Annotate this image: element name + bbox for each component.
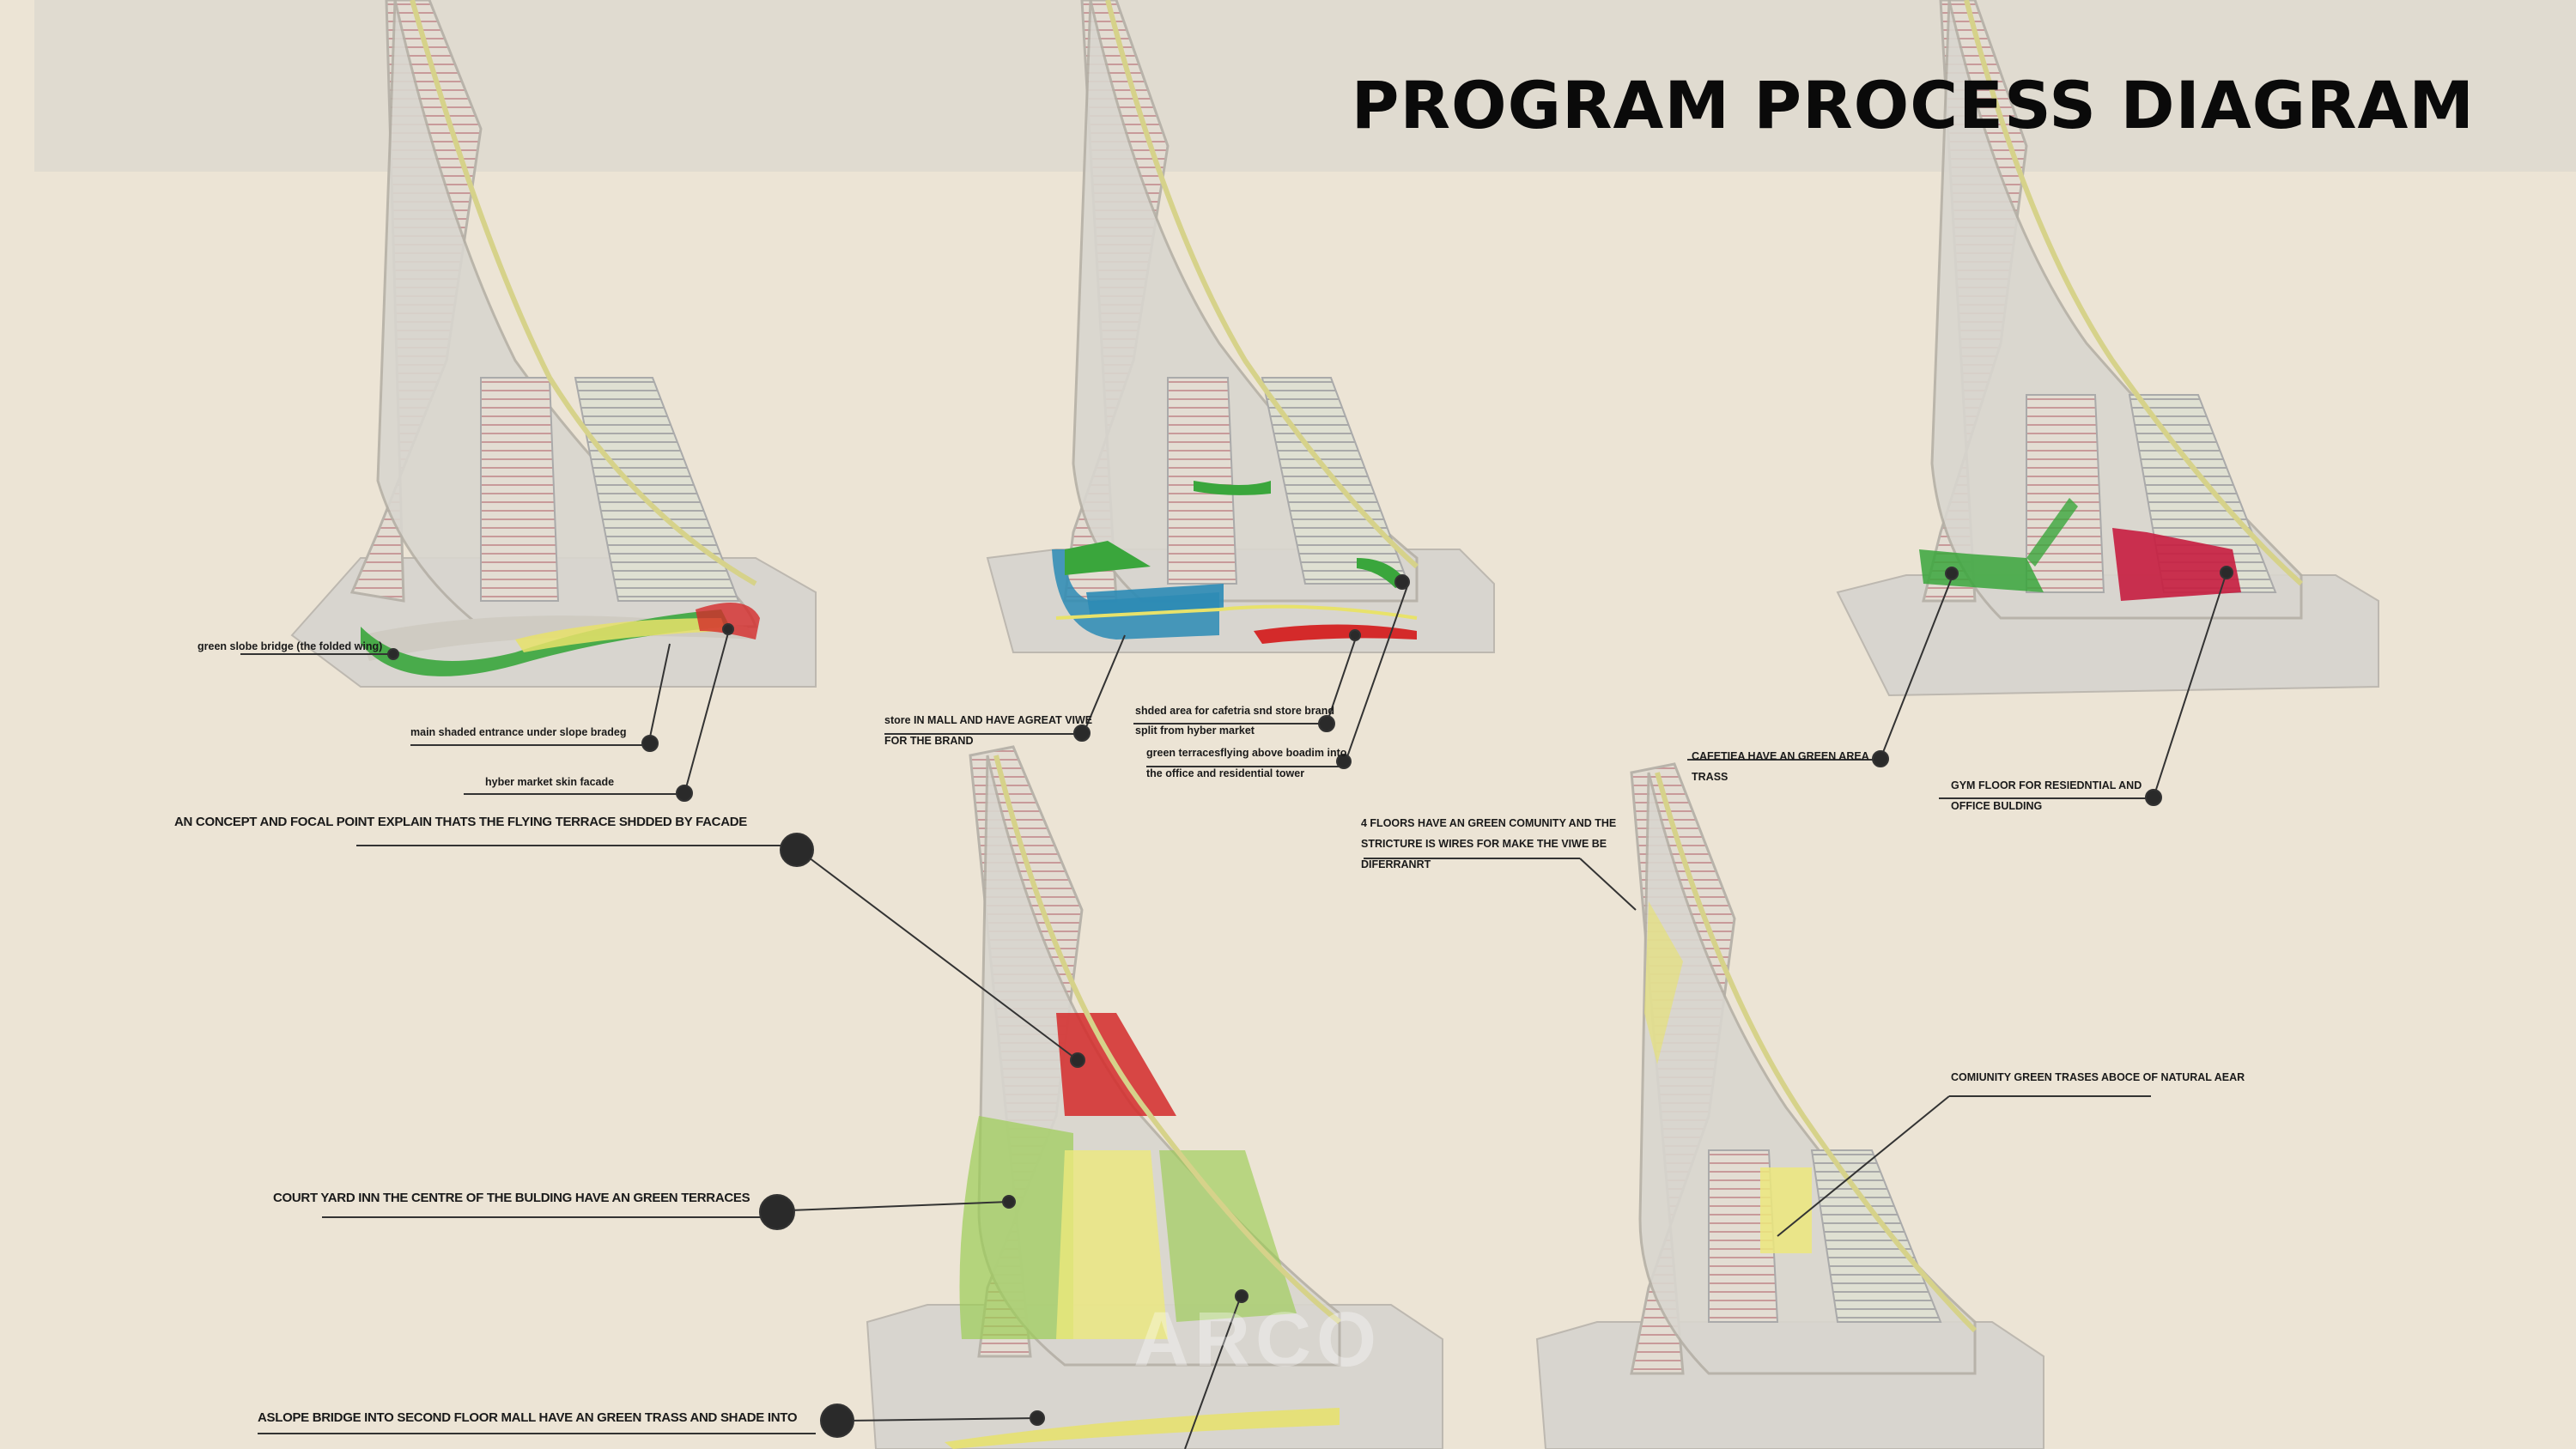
building-diagram-4 [866,745,1443,1449]
label-slope-bridge: ASLOPE BRIDGE INTO SECOND FLOOR MALL HAV… [258,1410,798,1425]
label-court-yard: COURT YARD INN THE CENTRE OF THE BULDING… [273,1191,750,1205]
building-diagram-2 [986,0,1495,653]
page-title: PROGRAM PROCESS DIAGRAM [1351,67,2475,143]
green-cafeteria-strip [2026,498,2078,567]
light-green-courtyard-right [1159,1150,1297,1322]
yellow-courtyard-center [1056,1150,1168,1339]
label-community-terraces: COMIUNITY GREEN TRASES ABOCE OF NATURAL … [1951,1071,2245,1083]
label-store-line2: FOR THE BRAND [884,734,974,747]
green-terrace-1 [1065,541,1151,575]
label-green-terraces-line2: the office and residential tower [1146,767,1305,779]
label-concept-focal-point: AN CONCEPT AND FOCAL POINT EXPLAIN THATS… [174,815,747,829]
leaders-diagram-2 [884,574,1410,769]
label-store-line1: store IN MALL AND HAVE AGREAT VIWE [884,714,1093,726]
yellow-ramp [515,618,726,652]
leaders-diagram-3 [1687,566,2233,806]
red-gym-floor [2112,528,2241,601]
watermark: ARCO [1133,1297,1382,1383]
label-gym-line1: GYM FLOOR FOR RESIEDNTIAL AND [1951,779,2142,791]
label-green-terraces: green terracesflying above boadim into t… [1146,743,1346,785]
leaders-diagram-5 [1364,858,2151,1237]
building-diagram-1 [290,0,817,688]
label-gym-floor: GYM FLOOR FOR RESIEDNTIAL AND OFFICE BUL… [1951,776,2142,817]
yellow-slope-bridge [945,1408,1340,1449]
label-store-in-mall: store IN MALL AND HAVE AGREAT VIWE FOR T… [884,711,1092,752]
red-skin-facade [696,603,760,640]
label-floors-line3: DIFERRANRT [1361,858,1431,870]
green-terrace-2 [1194,481,1271,495]
yellow-community-terrace [1760,1167,1812,1253]
label-floors-line1: 4 FLOORS HAVE AN GREEN COMUNITY AND THE [1361,817,1617,829]
label-cafeteria-line1: CAFETIEA HAVE AN GREEN AREA [1692,750,1869,762]
building-diagram-3 [1836,0,2379,697]
yellow-facade-strip [1644,901,1683,1064]
label-cafeteria: CAFETIEA HAVE AN GREEN AREA TRASS [1692,747,1869,788]
label-split-hyber: split from hyber market [1135,724,1255,737]
label-green-slope-bridge: green slobe bridge (the folded wing) [197,640,383,652]
label-cafeteria-line2: TRASS [1692,770,1728,783]
label-hyber-market: hyber market skin facade [485,776,615,788]
label-floors-line2: STRICTURE IS WIRES FOR MAKE THE VIWE BE [1361,837,1607,850]
label-shaded-area: shded area for cafetria snd store brand [1135,705,1335,717]
leaders-diagram-1 [240,623,734,802]
label-main-entrance: main shaded entrance under slope bradeg [410,726,627,738]
red-shaded-area [1254,624,1417,644]
leaders-diagram-4 [258,833,1249,1449]
label-gym-line2: OFFICE BULDING [1951,799,2043,812]
light-green-courtyard-left [959,1116,1073,1339]
label-green-community-floors: 4 FLOORS HAVE AN GREEN COMUNITY AND THE … [1361,814,1616,875]
label-green-terraces-line1: green terracesflying above boadim into [1146,747,1347,759]
building-diagram-5 [1535,762,2044,1449]
